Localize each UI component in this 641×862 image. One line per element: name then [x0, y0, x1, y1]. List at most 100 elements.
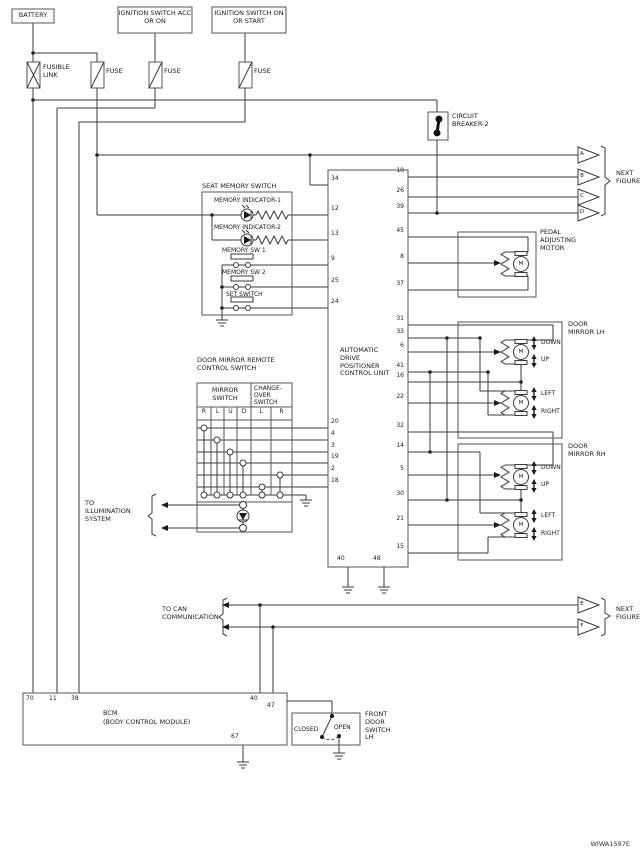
motor-m-label: M	[518, 400, 524, 406]
ground-icon	[299, 494, 313, 507]
cu-pin-30: 30	[396, 490, 404, 497]
ground-icon	[341, 581, 355, 594]
cu-pin-8: 8	[400, 253, 404, 260]
ground-icon	[236, 756, 250, 769]
left-label: LEFT	[541, 512, 556, 519]
cu-pin-19: 19	[331, 453, 339, 460]
right-arrow-icon	[530, 404, 538, 420]
cu-pin-22: 22	[396, 393, 404, 400]
illumination-led-icon	[236, 509, 250, 523]
mirror-switch-header: MIRROR SWITCH	[211, 386, 239, 402]
cu-pin-4: 4	[331, 430, 335, 437]
fuse-label: FUSE	[164, 67, 181, 75]
left-arrow-icon	[530, 508, 538, 524]
bcm-pin-40: 40	[250, 695, 258, 702]
memory-sw2-label: MEMORY SW 2	[222, 269, 266, 276]
switch-contacts	[200, 424, 284, 532]
cu-pin-20: 20	[331, 418, 339, 425]
cu-pin-37: 37	[396, 280, 404, 287]
motor-m-label: M	[518, 474, 524, 480]
battery-label: BATTERY	[18, 11, 48, 19]
next-figure-brackets	[147, 145, 611, 637]
cu-pin-3: 3	[331, 442, 335, 449]
bcm-pin-38: 38	[71, 695, 79, 702]
col-change-l: L	[259, 408, 263, 415]
memory-indicator-2-led-icon	[240, 229, 254, 247]
cu-pin-41: 41	[396, 362, 404, 369]
down-arrow-icon	[530, 460, 538, 476]
illumination-label: TO ILLUMINATION SYSTEM	[85, 499, 131, 523]
right-label: RIGHT	[541, 408, 560, 415]
junction-dots	[31, 51, 523, 629]
motor-m-label: M	[518, 522, 524, 528]
col-l: L	[215, 408, 220, 415]
next-figure-label: NEXT FIGURE	[616, 169, 641, 185]
component-boxes	[11, 6, 563, 746]
cu-pin-6: 6	[400, 342, 404, 349]
cu-pin-48: 48	[373, 555, 381, 562]
bcm-pin-67: 67	[231, 733, 239, 740]
connector-f-letter: F	[580, 623, 584, 629]
change-over-header: CHANGE-OVER SWITCH	[254, 385, 282, 407]
bcm-subtitle: (BODY CONTROL MODULE)	[103, 718, 191, 726]
front-door-switch-label: FRONT DOOR SWITCH LH	[365, 710, 391, 742]
down-arrow-icon	[530, 335, 538, 351]
cu-pin-18: 18	[331, 477, 339, 484]
fuse-label: FUSE	[106, 67, 123, 75]
ground-icon	[215, 314, 229, 327]
up-label: UP	[541, 356, 550, 363]
right-arrow-icon	[530, 526, 538, 542]
col-r: R	[201, 408, 207, 415]
left-label: LEFT	[541, 390, 556, 397]
fuse-label: FUSE	[254, 67, 271, 75]
cu-pin-33: 33	[396, 328, 404, 335]
closed-label: CLOSED	[294, 726, 319, 733]
open-label: OPEN	[334, 724, 351, 731]
bcm-pin-70: 70	[26, 695, 34, 702]
cu-pin-40: 40	[337, 555, 345, 562]
ground-icon	[377, 581, 391, 594]
door-mirror-lh-label: DOOR MIRROR LH	[568, 320, 605, 336]
cu-pin-45: 45	[396, 227, 404, 234]
down-label: DOWN	[541, 464, 561, 471]
set-switch-label: SET SWITCH	[226, 291, 263, 298]
cu-pin-39: 39	[396, 203, 404, 210]
down-label: DOWN	[541, 339, 561, 346]
cu-pin-5: 5	[400, 465, 404, 472]
cu-pin-15: 15	[396, 543, 404, 550]
col-d: D	[241, 408, 247, 415]
pedal-motor-label: PEDAL ADJUSTING MOTOR	[540, 228, 577, 252]
connector-e-letter: E	[580, 601, 584, 607]
connector-a-letter: A	[580, 151, 584, 157]
memory-indicator-2-label: MEMORY INDICATOR-2	[214, 224, 281, 231]
wiper-arrowheads	[161, 260, 501, 630]
connector-d-letter: D	[579, 209, 585, 215]
door-mirror-rh-label: DOOR MIRROR RH	[568, 442, 606, 458]
cu-pin-21: 21	[396, 515, 404, 522]
up-arrow-icon	[530, 353, 538, 369]
seat-memory-switch-title: SEAT MEMORY SWITCH	[202, 182, 277, 190]
motor-m-label: M	[518, 349, 524, 355]
control-unit-label: AUTOMATIC DRIVE POSITIONER CONTROL UNIT	[340, 346, 390, 378]
col-u: U	[228, 408, 233, 415]
memory-indicator-1-led-icon	[240, 204, 254, 222]
cu-pin-25: 25	[331, 277, 339, 284]
cu-pin-13: 13	[331, 230, 339, 237]
cu-pin-34: 34	[331, 175, 339, 182]
front-door-switch-icon	[320, 714, 341, 741]
resistor-icons	[255, 209, 289, 246]
fuse-icons	[26, 61, 253, 89]
cu-pin-32: 32	[396, 422, 404, 429]
up-label: UP	[541, 481, 550, 488]
ignition-on-label: IGNITION SWITCH ON OR START	[214, 9, 284, 25]
cu-pin-16: 16	[396, 372, 404, 379]
bcm-pin-47: 47	[267, 702, 275, 709]
connector-b-letter: B	[580, 173, 584, 179]
cu-pin-12: 12	[331, 205, 339, 212]
circuit-breaker-icon	[433, 115, 443, 137]
can-label: TO CAN COMMUNICATION	[162, 605, 219, 621]
next-figure-label: NEXT FIGURE	[616, 605, 641, 621]
cu-pin-24: 24	[331, 298, 339, 305]
memory-sw1-label: MEMORY SW 1	[222, 247, 266, 254]
